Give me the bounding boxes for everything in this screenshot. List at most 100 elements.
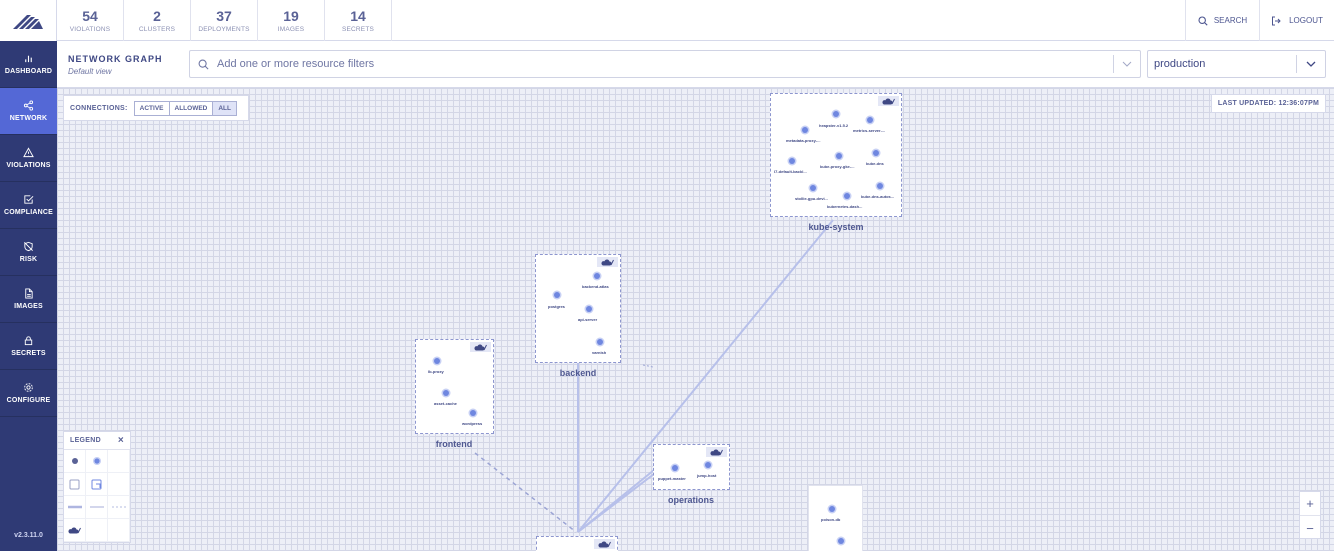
summary-label: VIOLATIONS [69,26,111,33]
deployment-node[interactable] [877,183,883,189]
app-logo[interactable] [0,0,57,41]
deployment-node[interactable] [434,358,440,364]
nav-label: DASHBOARD [4,68,53,75]
cloud-icon [597,257,618,267]
deployment-node[interactable] [867,117,873,123]
logout-button[interactable]: LOGOUT [1259,0,1334,41]
deployment-label: asset-cache [434,401,457,406]
deployment-node[interactable] [836,153,842,159]
nav-secrets[interactable]: SECRETS [0,323,57,370]
deployment-node[interactable] [810,185,816,191]
nav-label: IMAGES [14,303,43,310]
deployment-label: metadata-proxy-... [786,138,821,143]
deployment-node[interactable] [672,465,678,471]
cluster-select[interactable]: production [1147,50,1326,78]
lock-icon [24,336,33,346]
check-square-icon [24,195,34,204]
nav-violations[interactable]: VIOLATIONS [0,135,57,182]
deployment-node[interactable] [594,273,600,279]
filter-placeholder: Add one or more resource filters [217,58,375,70]
deployment-node[interactable] [597,339,603,345]
legend-title: LEGEND [70,437,101,444]
deployment-node[interactable] [443,390,449,396]
nav-label: CONFIGURE [6,397,51,404]
legend-close-button[interactable]: × [117,435,124,446]
deployment-node[interactable] [470,410,476,416]
global-search-button[interactable]: SEARCH [1185,0,1259,41]
zoom-controls: + − [1299,491,1321,539]
deployment-node[interactable] [873,150,879,156]
namespace-label: operations [667,495,714,505]
deployment-node[interactable] [586,306,592,312]
summary-secrets[interactable]: 14 SECRETS [325,0,392,41]
nav-dashboard[interactable]: DASHBOARD [0,41,57,88]
deployment-label: lb-proxy [428,369,444,374]
summary-label: DEPLOYMENTS [198,26,250,33]
sidebar: DASHBOARD NETWORK VIOLATIONS COMPLIANCE … [0,0,57,551]
namespace-partial[interactable] [536,536,618,551]
logout-icon [1272,16,1281,25]
legend-empty-cell [108,450,130,473]
connections-allowed-button[interactable]: ALLOWED [170,101,214,115]
legend-external-connection-icon [108,496,130,519]
deployment-node[interactable] [829,506,835,512]
deployment-label: puppet-master [658,476,686,481]
summary-images[interactable]: 19 IMAGES [258,0,325,41]
nav-label: COMPLIANCE [3,209,54,216]
nav-network[interactable]: NETWORK [0,88,57,135]
connections-filter: CONNECTIONS: ACTIVE ALLOWED ALL [63,95,249,121]
network-graph-canvas[interactable]: CONNECTIONS: ACTIVE ALLOWED ALL LAST UPD… [57,88,1334,551]
deployment-node[interactable] [789,158,795,164]
nav-configure[interactable]: CONFIGURE [0,370,57,417]
connections-toggle-group: ACTIVE ALLOWED ALL [133,100,237,116]
chevron-down-icon [1122,61,1132,67]
namespace-unlabeled[interactable]: poison-db [808,485,863,551]
summary-deployments[interactable]: 37 DEPLOYMENTS [191,0,258,41]
deployment-node[interactable] [554,292,560,298]
zoom-in-button[interactable]: + [1300,492,1320,516]
legend-empty-cell [108,473,130,496]
namespace-frontend[interactable]: lb-proxy asset-cache wordpress [415,339,494,434]
nav-risk[interactable]: RISK [0,229,57,276]
file-icon [25,288,33,299]
cluster-dropdown-toggle[interactable] [1297,61,1325,67]
connections-label: CONNECTIONS: [70,104,128,112]
namespace-operations[interactable]: puppet-master jump-host [653,444,730,490]
filter-dropdown-toggle[interactable] [1114,61,1140,67]
zoom-out-button[interactable]: − [1306,520,1314,536]
summary-count: 54 [82,8,98,24]
nav-compliance[interactable]: COMPLIANCE [0,182,57,229]
deployment-node[interactable] [833,111,839,117]
legend-active-deployment-icon [86,450,108,473]
settings-icon [24,383,33,392]
deployment-label: varnish [592,350,607,355]
alert-triangle-icon [23,147,34,158]
namespace-kube-system[interactable]: heapster-v1.5.2 metrics-server-... metad… [770,93,902,217]
nav-label: NETWORK [9,115,48,122]
deployment-node[interactable] [838,538,844,544]
graph-edges [474,219,834,533]
deployment-label: kube-dns-autos... [861,194,895,199]
edge-kube-system [577,219,834,533]
deployment-label: backend-atlas [582,284,609,289]
edge-operations-2 [577,463,668,533]
namespace-backend[interactable]: backend-atlas postgres api-server varnis… [535,254,621,363]
connections-active-button[interactable]: ACTIVE [135,101,170,115]
summary-label: CLUSTERS [138,26,176,33]
nav-images[interactable]: IMAGES [0,276,57,323]
summary-clusters[interactable]: 2 CLUSTERS [124,0,191,41]
connections-all-button[interactable]: ALL [213,101,236,115]
deployment-node[interactable] [802,127,808,133]
deployment-node[interactable] [705,462,711,468]
deployment-node[interactable] [844,193,850,199]
app-version: v2.3.11.0 [14,532,43,539]
edge-frontend-allowed [474,452,577,533]
chevron-down-icon [1306,61,1316,67]
shield-off-icon [24,241,33,252]
resource-filter-input[interactable]: Add one or more resource filters [189,50,1141,78]
cloud-icon [470,342,491,352]
top-bar: 54 VIOLATIONS 2 CLUSTERS 37 DEPLOYMENTS … [57,0,1334,41]
summary-violations[interactable]: 54 VIOLATIONS [57,0,124,41]
cloud-icon [706,447,727,457]
deployment-label: wordpress [462,421,483,426]
